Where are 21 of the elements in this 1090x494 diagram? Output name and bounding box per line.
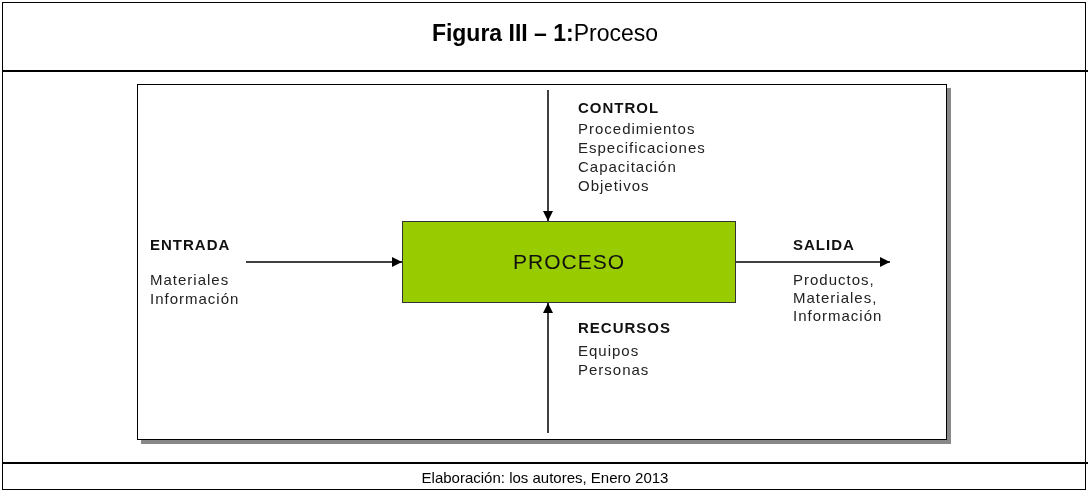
process-box: PROCESO: [402, 221, 736, 303]
item-label: Equipos: [578, 343, 640, 358]
arrow: [543, 89, 553, 222]
arrow: [543, 302, 553, 434]
item-label: Productos,: [793, 272, 875, 287]
item-label: Personas: [578, 362, 650, 377]
arrow: [245, 257, 403, 267]
section-heading: RECURSOS: [578, 320, 671, 335]
section-heading: ENTRADA: [150, 237, 232, 253]
figure-caption: Elaboración: los autores, Enero 2013: [420, 469, 670, 486]
section-heading: CONTROL: [578, 100, 660, 115]
item-label: Información: [793, 308, 883, 323]
item-label: Materiales,: [793, 290, 878, 305]
item-list: Materiales Información: [150, 270, 240, 308]
item-label: Capacitación: [578, 159, 677, 174]
item-label: Objetivos: [578, 178, 650, 193]
item-label: Procedimientos: [578, 121, 696, 136]
arrow: [735, 257, 891, 267]
section-heading: SALIDA: [793, 237, 855, 252]
figure-title: Figura III – 1:Proceso: [430, 20, 660, 47]
item-label: Especificaciones: [578, 140, 706, 155]
